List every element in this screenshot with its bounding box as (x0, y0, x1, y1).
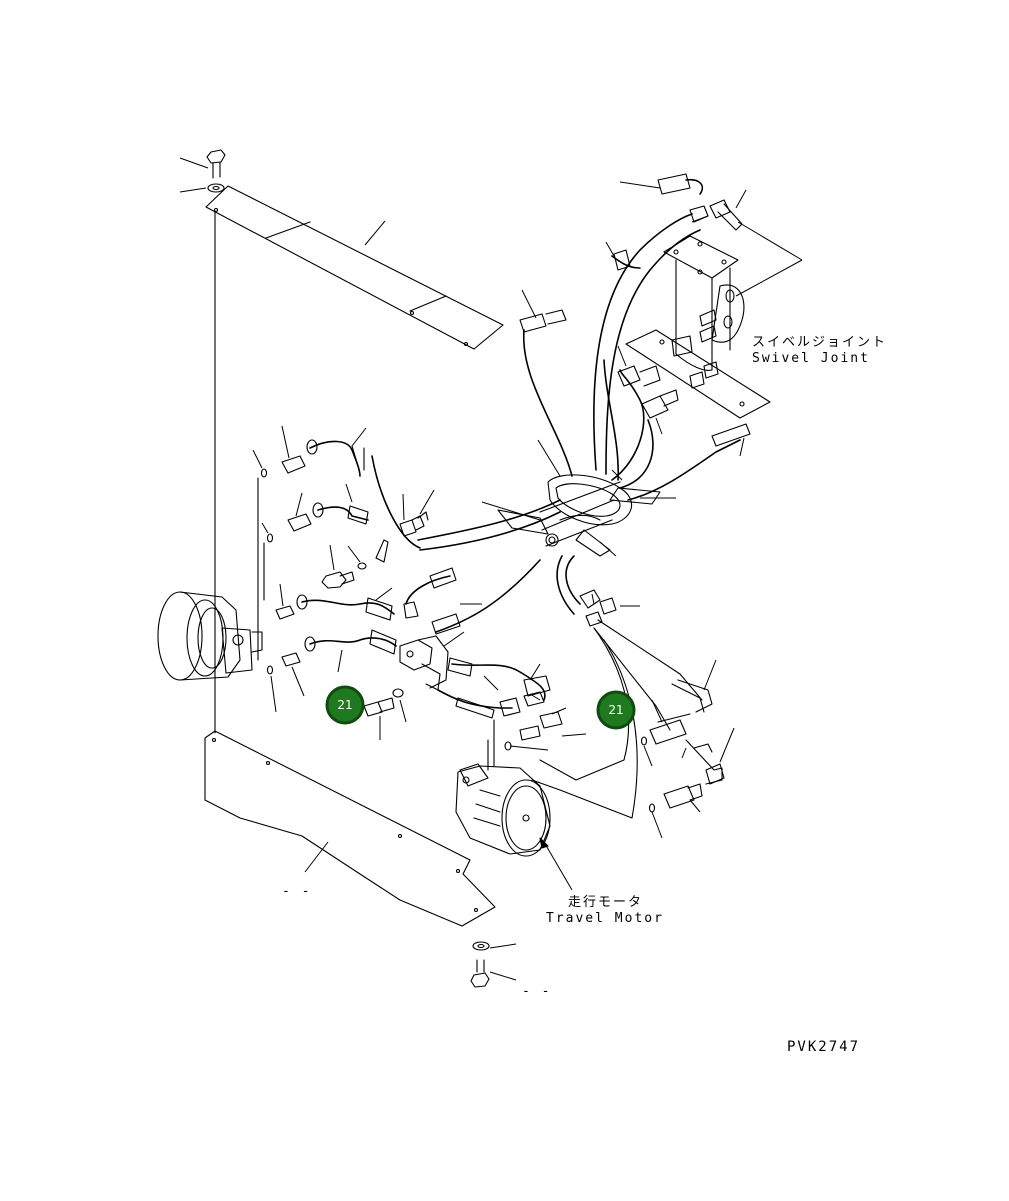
callout-badge-21-right[interactable]: 21 (596, 690, 636, 730)
callout-circle[interactable] (596, 690, 636, 730)
lower-hoses (437, 657, 587, 751)
left-hoses (296, 427, 397, 673)
travel-motor-label-jp: 走行モータ (568, 895, 643, 910)
swivel-joint (625, 189, 803, 419)
right-hoses (531, 555, 735, 839)
upper-long-hoses (371, 455, 561, 635)
swivel-hoses (519, 173, 751, 501)
hose-clamp-bundle (497, 439, 676, 557)
travel-motor-label-en: Travel Motor (546, 911, 664, 926)
lower-left-bolt (363, 688, 407, 740)
upper-cover-plate (205, 185, 504, 350)
left-fittings (252, 425, 312, 713)
svg-text:- -: - - (282, 884, 311, 899)
top-bolt (179, 149, 226, 193)
mid-bolts (321, 489, 435, 589)
lower-cover-plate: - - (204, 730, 496, 927)
callout-circle[interactable] (325, 685, 365, 725)
lower-travel-motor (455, 719, 573, 891)
callout-badge-21-left[interactable]: 21 (325, 685, 365, 725)
swivel-joint-label-en: Swivel Joint (752, 351, 870, 366)
left-travel-motor (157, 591, 263, 681)
swivel-joint-label-jp: スイベルジョイント (752, 335, 887, 350)
svg-text:- -: - - (522, 984, 551, 999)
central-tee (399, 631, 465, 691)
bottom-bolt: - - (470, 941, 551, 999)
drawing-code: PVK2747 (787, 1039, 860, 1055)
